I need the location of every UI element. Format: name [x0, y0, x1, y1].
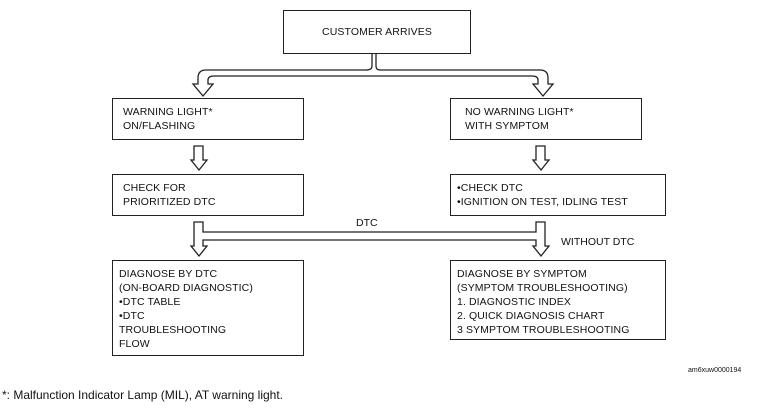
footnote: *: Malfunction Indicator Lamp (MIL), AT …	[2, 388, 284, 402]
dtc-label: DTC	[356, 217, 378, 229]
down-arrow-right-1	[531, 145, 551, 172]
check-dtc-box: •CHECK DTC •IGNITION ON TEST, IDLING TES…	[450, 174, 666, 216]
check-dtc-line: •IGNITION ON TEST, IDLING TEST	[457, 196, 628, 208]
diagnose-symptom-line: (SYMPTOM TROUBLESHOOTING)	[457, 282, 628, 294]
check-prioritized-box: CHECK FOR PRIORITIZED DTC	[112, 174, 304, 216]
diagnose-symptom-line: 1. DIAGNOSTIC INDEX	[457, 296, 571, 308]
check-prioritized-line: CHECK FOR	[123, 182, 186, 194]
dtc-cross-arrow	[189, 221, 551, 258]
no-warning-light-line: NO WARNING LIGHT*	[465, 106, 574, 118]
diagnose-symptom-line: 2. QUICK DIAGNOSIS CHART	[457, 310, 605, 322]
diagnose-symptom-line: 3 SYMPTOM TROUBLESHOOTING	[457, 324, 630, 336]
warning-light-line: WARNING LIGHT*	[123, 106, 213, 118]
warning-light-box: WARNING LIGHT* ON/FLASHING	[112, 98, 304, 140]
customer-arrives-box: CUSTOMER ARRIVES	[283, 10, 471, 54]
diagnose-dtc-line: FLOW	[119, 338, 150, 350]
warning-light-line: ON/FLASHING	[123, 120, 196, 132]
diagnose-by-dtc-box: DIAGNOSE BY DTC (ON-BOARD DIAGNOSTIC) •D…	[112, 260, 304, 356]
check-prioritized-line: PRIORITIZED DTC	[123, 196, 216, 208]
diagnose-dtc-line: (ON-BOARD DIAGNOSTIC)	[119, 282, 253, 294]
diagnose-symptom-line: DIAGNOSE BY SYMPTOM	[457, 268, 587, 280]
no-warning-light-box: NO WARNING LIGHT* WITH SYMPTOM	[450, 98, 642, 140]
diagnose-by-symptom-box: DIAGNOSE BY SYMPTOM (SYMPTOM TROUBLESHOO…	[450, 260, 666, 340]
figure-code: am6xuw0000194	[688, 367, 742, 374]
diagnose-dtc-line: •DTC	[119, 310, 145, 322]
check-dtc-line: •CHECK DTC	[457, 182, 523, 194]
diagnose-dtc-line: •DTC TABLE	[119, 296, 181, 308]
without-dtc-label: WITHOUT DTC	[561, 236, 635, 248]
down-arrow-left-1	[189, 145, 209, 172]
diagnose-dtc-line: TROUBLESHOOTING	[119, 324, 227, 336]
split-brace-arrow	[191, 54, 555, 98]
customer-arrives-text: CUSTOMER ARRIVES	[322, 26, 432, 38]
diagnose-dtc-line: DIAGNOSE BY DTC	[119, 268, 218, 280]
no-warning-light-line: WITH SYMPTOM	[465, 120, 549, 132]
